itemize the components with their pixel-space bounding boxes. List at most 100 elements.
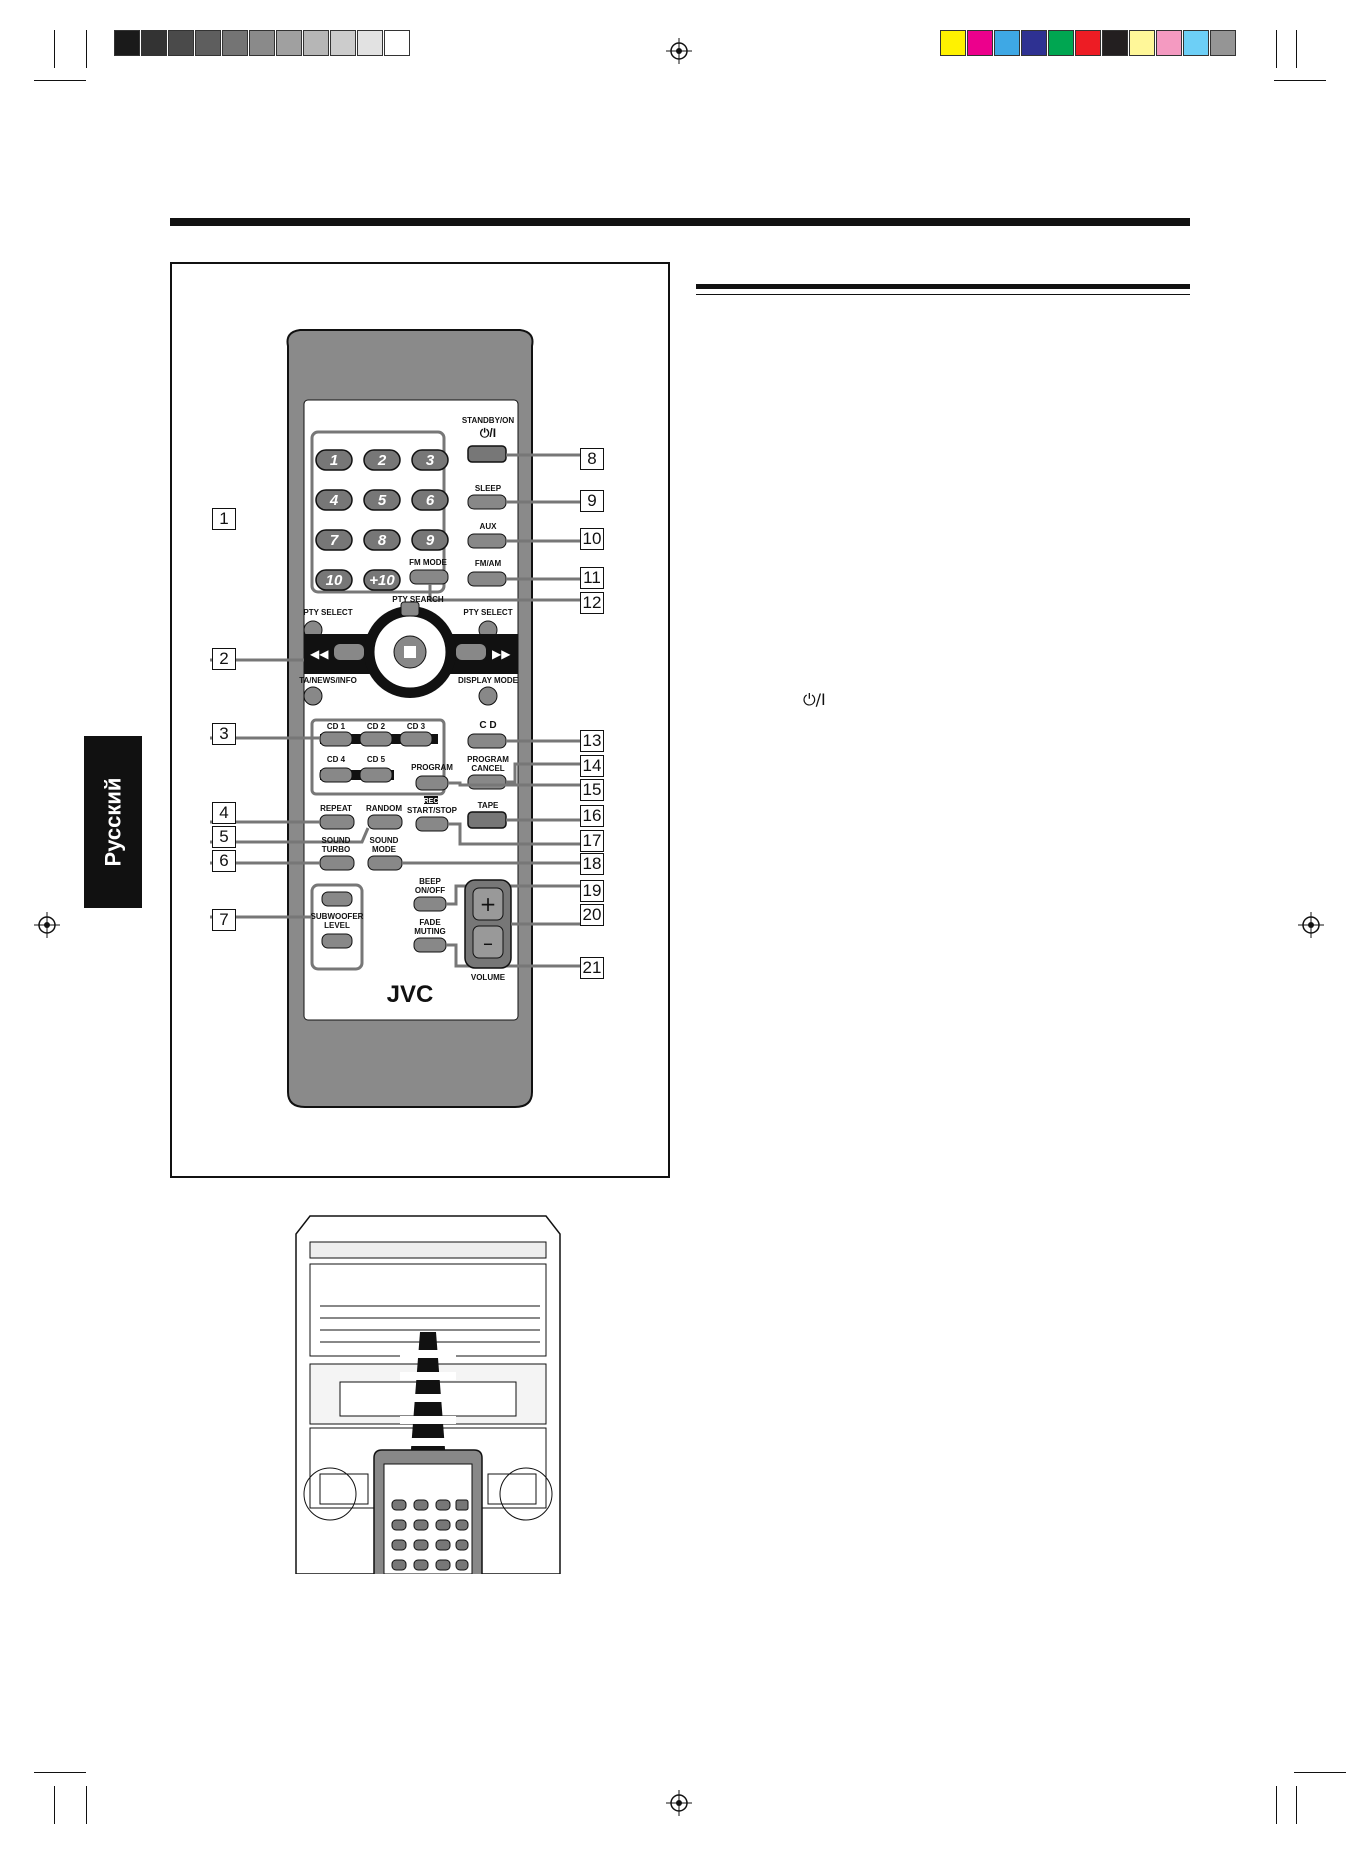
ta-news-info-label: TA/NEWS/INFO bbox=[299, 676, 357, 685]
beep-label-1: BEEP bbox=[419, 877, 441, 886]
standby-on-label: STANDBY/ON bbox=[462, 416, 515, 425]
number-key-label: 9 bbox=[426, 532, 435, 549]
gray-swatch bbox=[384, 30, 410, 56]
stereo-system-illustration bbox=[295, 1215, 561, 1574]
registration-mark-icon bbox=[666, 38, 692, 64]
volume-down-button[interactable] bbox=[472, 925, 504, 959]
pty-search-button[interactable] bbox=[400, 601, 420, 617]
aux-button[interactable] bbox=[467, 533, 507, 549]
color-swatch bbox=[994, 30, 1020, 56]
subwoofer-plus-button[interactable] bbox=[321, 891, 353, 907]
sound-turbo-button[interactable] bbox=[319, 855, 355, 871]
number-key-5[interactable]: 5 bbox=[363, 489, 401, 511]
gray-swatch bbox=[357, 30, 383, 56]
rec-label: REC bbox=[424, 798, 439, 805]
callout-number: 12 bbox=[580, 592, 604, 614]
fade-label-1: FADE bbox=[419, 918, 441, 927]
number-key-label: 5 bbox=[378, 492, 387, 509]
cd4-label: CD 4 bbox=[327, 755, 346, 764]
crop-mark bbox=[86, 30, 87, 68]
number-key-label: 2 bbox=[377, 452, 387, 469]
program-cancel-label-2: CANCEL bbox=[471, 764, 504, 773]
subwoofer-label-1: SUBWOOFER bbox=[311, 912, 364, 921]
tape-label: TAPE bbox=[478, 801, 499, 810]
cd1-label: CD 1 bbox=[327, 722, 346, 731]
cd4-button[interactable] bbox=[319, 767, 353, 783]
crop-mark bbox=[54, 1786, 55, 1824]
number-key-4[interactable]: 4 bbox=[315, 489, 353, 511]
cd3-button[interactable] bbox=[399, 731, 433, 747]
rec-start-stop-button[interactable] bbox=[415, 816, 449, 832]
program-cancel-button[interactable] bbox=[467, 774, 507, 790]
fm-mode-label: FM MODE bbox=[409, 558, 447, 567]
number-key-label: 3 bbox=[426, 452, 435, 469]
number-key-7[interactable]: 7 bbox=[315, 529, 353, 551]
fm-am-button[interactable] bbox=[467, 571, 507, 587]
color-swatch bbox=[1129, 30, 1155, 56]
callout-number: 2 bbox=[212, 648, 236, 670]
volume-up-button[interactable] bbox=[472, 887, 504, 921]
crop-mark bbox=[1276, 1786, 1277, 1824]
previous-button[interactable] bbox=[334, 644, 364, 660]
color-swatch bbox=[940, 30, 966, 56]
sound-mode-button[interactable] bbox=[367, 855, 403, 871]
number-key-label: 10 bbox=[326, 572, 343, 589]
callout-number: 13 bbox=[580, 730, 604, 752]
cd-play-pause-button[interactable] bbox=[467, 733, 507, 749]
next-button[interactable] bbox=[456, 644, 486, 660]
standby-button[interactable] bbox=[467, 445, 507, 463]
subwoofer-minus-button[interactable] bbox=[321, 933, 353, 949]
number-key-6[interactable]: 6 bbox=[411, 489, 449, 511]
cd5-label: CD 5 bbox=[367, 755, 386, 764]
number-key-label: 4 bbox=[329, 492, 339, 509]
number-key-label: 1 bbox=[330, 452, 338, 469]
crop-mark bbox=[1296, 1786, 1297, 1824]
repeat-button[interactable] bbox=[319, 814, 355, 830]
random-button[interactable] bbox=[367, 814, 403, 830]
crop-mark bbox=[1274, 80, 1326, 81]
beep-label-2: ON/OFF bbox=[415, 886, 445, 895]
beep-button[interactable] bbox=[413, 896, 447, 912]
color-swatch bbox=[967, 30, 993, 56]
cd5-button[interactable] bbox=[359, 767, 393, 783]
number-key-11[interactable]: +10 bbox=[363, 569, 401, 591]
display-mode-button[interactable] bbox=[478, 686, 498, 706]
aux-label: AUX bbox=[480, 522, 498, 531]
gray-swatch bbox=[222, 30, 248, 56]
ta-news-info-button[interactable] bbox=[303, 686, 323, 706]
number-key-label: 7 bbox=[330, 532, 339, 549]
number-key-9[interactable]: 9 bbox=[411, 529, 449, 551]
tape-button[interactable] bbox=[467, 811, 507, 829]
callout-number: 3 bbox=[212, 723, 236, 745]
volume-label: VOLUME bbox=[471, 973, 506, 982]
cd2-label: CD 2 bbox=[367, 722, 386, 731]
cd2-button[interactable] bbox=[359, 731, 393, 747]
language-tab: Русский bbox=[84, 736, 142, 908]
fade-muting-button[interactable] bbox=[413, 937, 447, 953]
callout-number: 10 bbox=[580, 528, 604, 550]
callout-number: 1 bbox=[212, 508, 236, 530]
crop-mark bbox=[86, 1786, 87, 1824]
header-rule bbox=[170, 218, 1190, 226]
callout-number: 11 bbox=[580, 567, 604, 589]
fm-mode-button[interactable] bbox=[409, 569, 449, 585]
number-key-3[interactable]: 3 bbox=[411, 449, 449, 471]
number-key-1[interactable]: 1 bbox=[315, 449, 353, 471]
number-key-2[interactable]: 2 bbox=[363, 449, 401, 471]
sleep-button[interactable] bbox=[467, 494, 507, 510]
number-key-8[interactable]: 8 bbox=[363, 529, 401, 551]
color-swatch bbox=[1156, 30, 1182, 56]
sound-mode-label-2: MODE bbox=[372, 845, 397, 854]
fast-forward-icon: ▶▶ bbox=[492, 647, 511, 661]
svg-text:–: – bbox=[483, 931, 493, 955]
program-button[interactable] bbox=[415, 775, 449, 791]
cd-label: C D bbox=[479, 720, 496, 731]
gray-swatch bbox=[276, 30, 302, 56]
pty-select-left-label: PTY SELECT bbox=[303, 608, 352, 617]
power-symbol-text: ⏻/I bbox=[803, 690, 826, 709]
cd1-button[interactable] bbox=[319, 731, 353, 747]
number-key-10[interactable]: 10 bbox=[315, 569, 353, 591]
callout-number: 4 bbox=[212, 802, 236, 824]
pty-search-label: PTY SEARCH bbox=[392, 595, 444, 604]
